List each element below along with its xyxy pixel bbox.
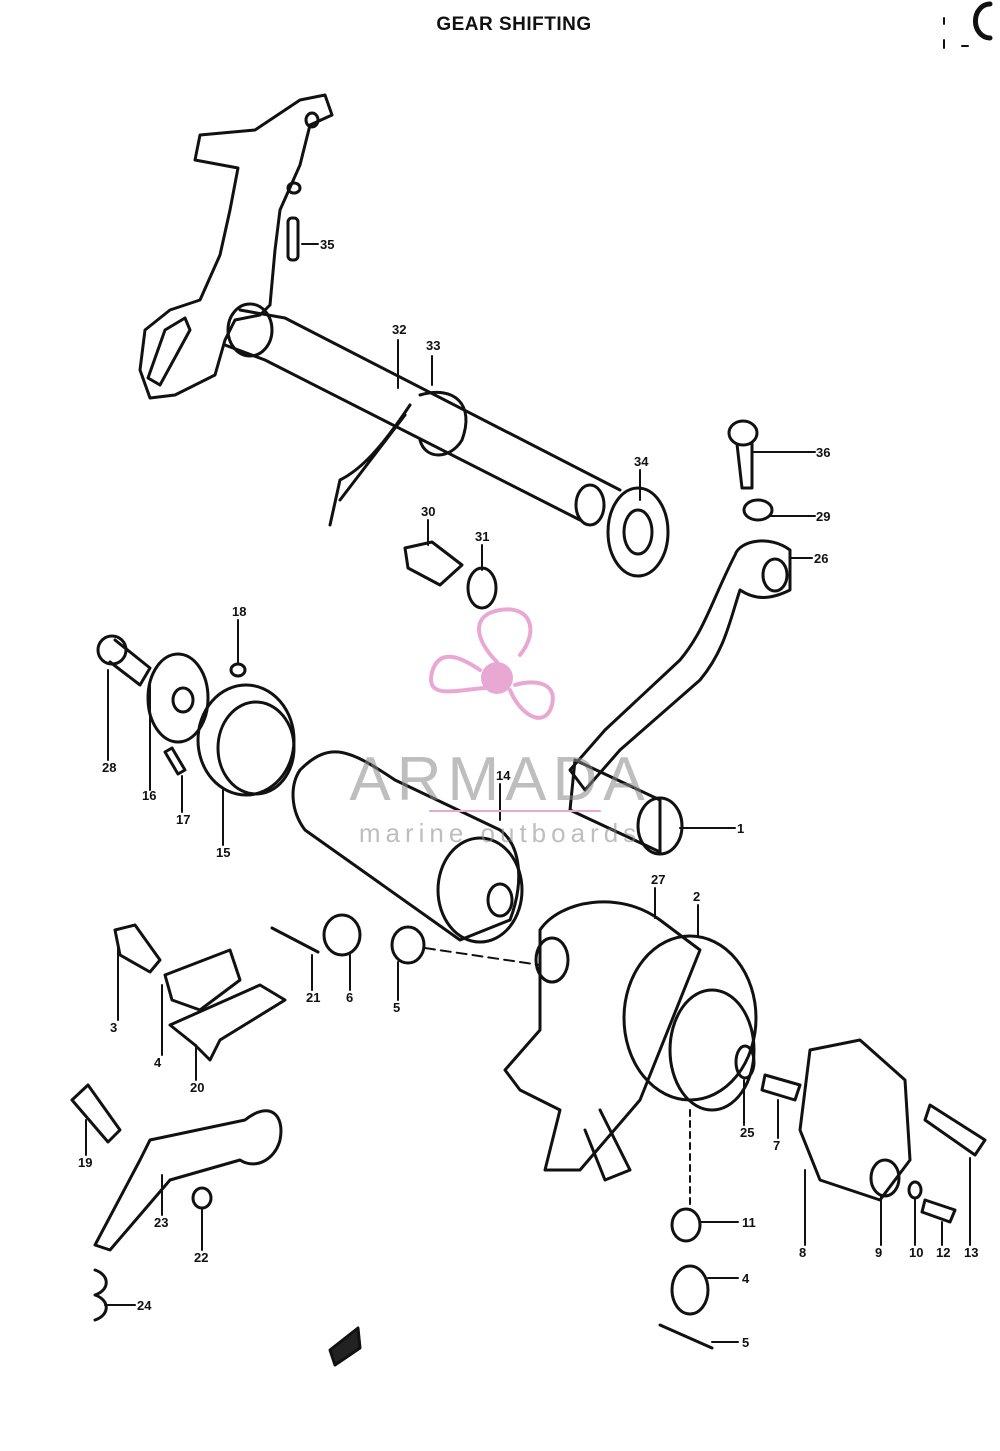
callout-label: 34 [634,454,649,469]
callout-label: 14 [496,768,511,783]
callout-label: 18 [232,604,246,619]
callout-label: 9 [875,1245,882,1260]
lower-pins-column [658,1207,714,1350]
watermark-name: ARMADA [349,745,650,814]
callout-label: 30 [421,504,435,519]
callout-label: 27 [651,872,665,887]
callout-label: 24 [137,1298,152,1313]
shift-arm-assembly [70,1083,283,1322]
stopper-arm-set [113,923,287,1062]
callout-label: 7 [773,1138,780,1153]
callout-label: 26 [814,551,828,566]
watermark: ARMADA marine outboards [349,607,650,848]
callout-label: 10 [909,1245,923,1260]
callout-label: 8 [799,1245,806,1260]
callout-label: 28 [102,760,116,775]
callout-numbers: 35 32 33 34 30 36 31 29 26 28 18 16 17 1… [78,237,978,1350]
callout-label: 29 [816,509,830,524]
side-cover-and-hardware [734,1038,987,1224]
callout-label: 21 [306,990,320,1005]
callout-label: 3 [110,1020,117,1035]
callout-label: 12 [936,1245,950,1260]
callout-label: 36 [816,445,830,460]
callout-label: 25 [740,1125,754,1140]
pedal-bolt-and-washer [727,419,774,522]
leader-lines [85,243,971,1343]
small-clip [328,1326,362,1367]
shift-fork-assembly [503,900,758,1182]
callout-label: 35 [320,237,334,252]
pins-and-rollers-row [270,913,541,966]
callout-label: 4 [154,1055,162,1070]
callout-label: 4 [742,1271,750,1286]
callout-label: 33 [426,338,440,353]
corner-marks [943,1,993,49]
callout-label: 2 [693,889,700,904]
bearing [606,486,670,578]
callout-label: 5 [393,1000,400,1015]
callout-label: 15 [216,845,230,860]
pedal-rubber-grip [568,758,684,856]
callout-label: 22 [194,1250,208,1265]
callout-label: 32 [392,322,406,337]
shift-pedal [568,539,792,792]
callout-label: 23 [154,1215,168,1230]
callout-label: 1 [737,821,744,836]
callout-label: 11 [742,1215,756,1230]
callout-label: 19 [78,1155,92,1170]
callout-label: 20 [190,1080,204,1095]
callout-label: 31 [475,529,489,544]
callout-label: 17 [176,812,190,827]
propeller-icon [428,607,555,720]
diagram-title: GEAR SHIFTING [436,14,592,35]
callout-label: 6 [346,990,353,1005]
watermark-tagline: marine outboards [359,818,641,848]
callout-label: 16 [142,788,156,803]
gear-shift-shaft-assembly [138,93,622,527]
gear-shift-cam-assembly [96,634,524,944]
callout-label: 13 [964,1245,978,1260]
callout-label: 5 [742,1335,749,1350]
